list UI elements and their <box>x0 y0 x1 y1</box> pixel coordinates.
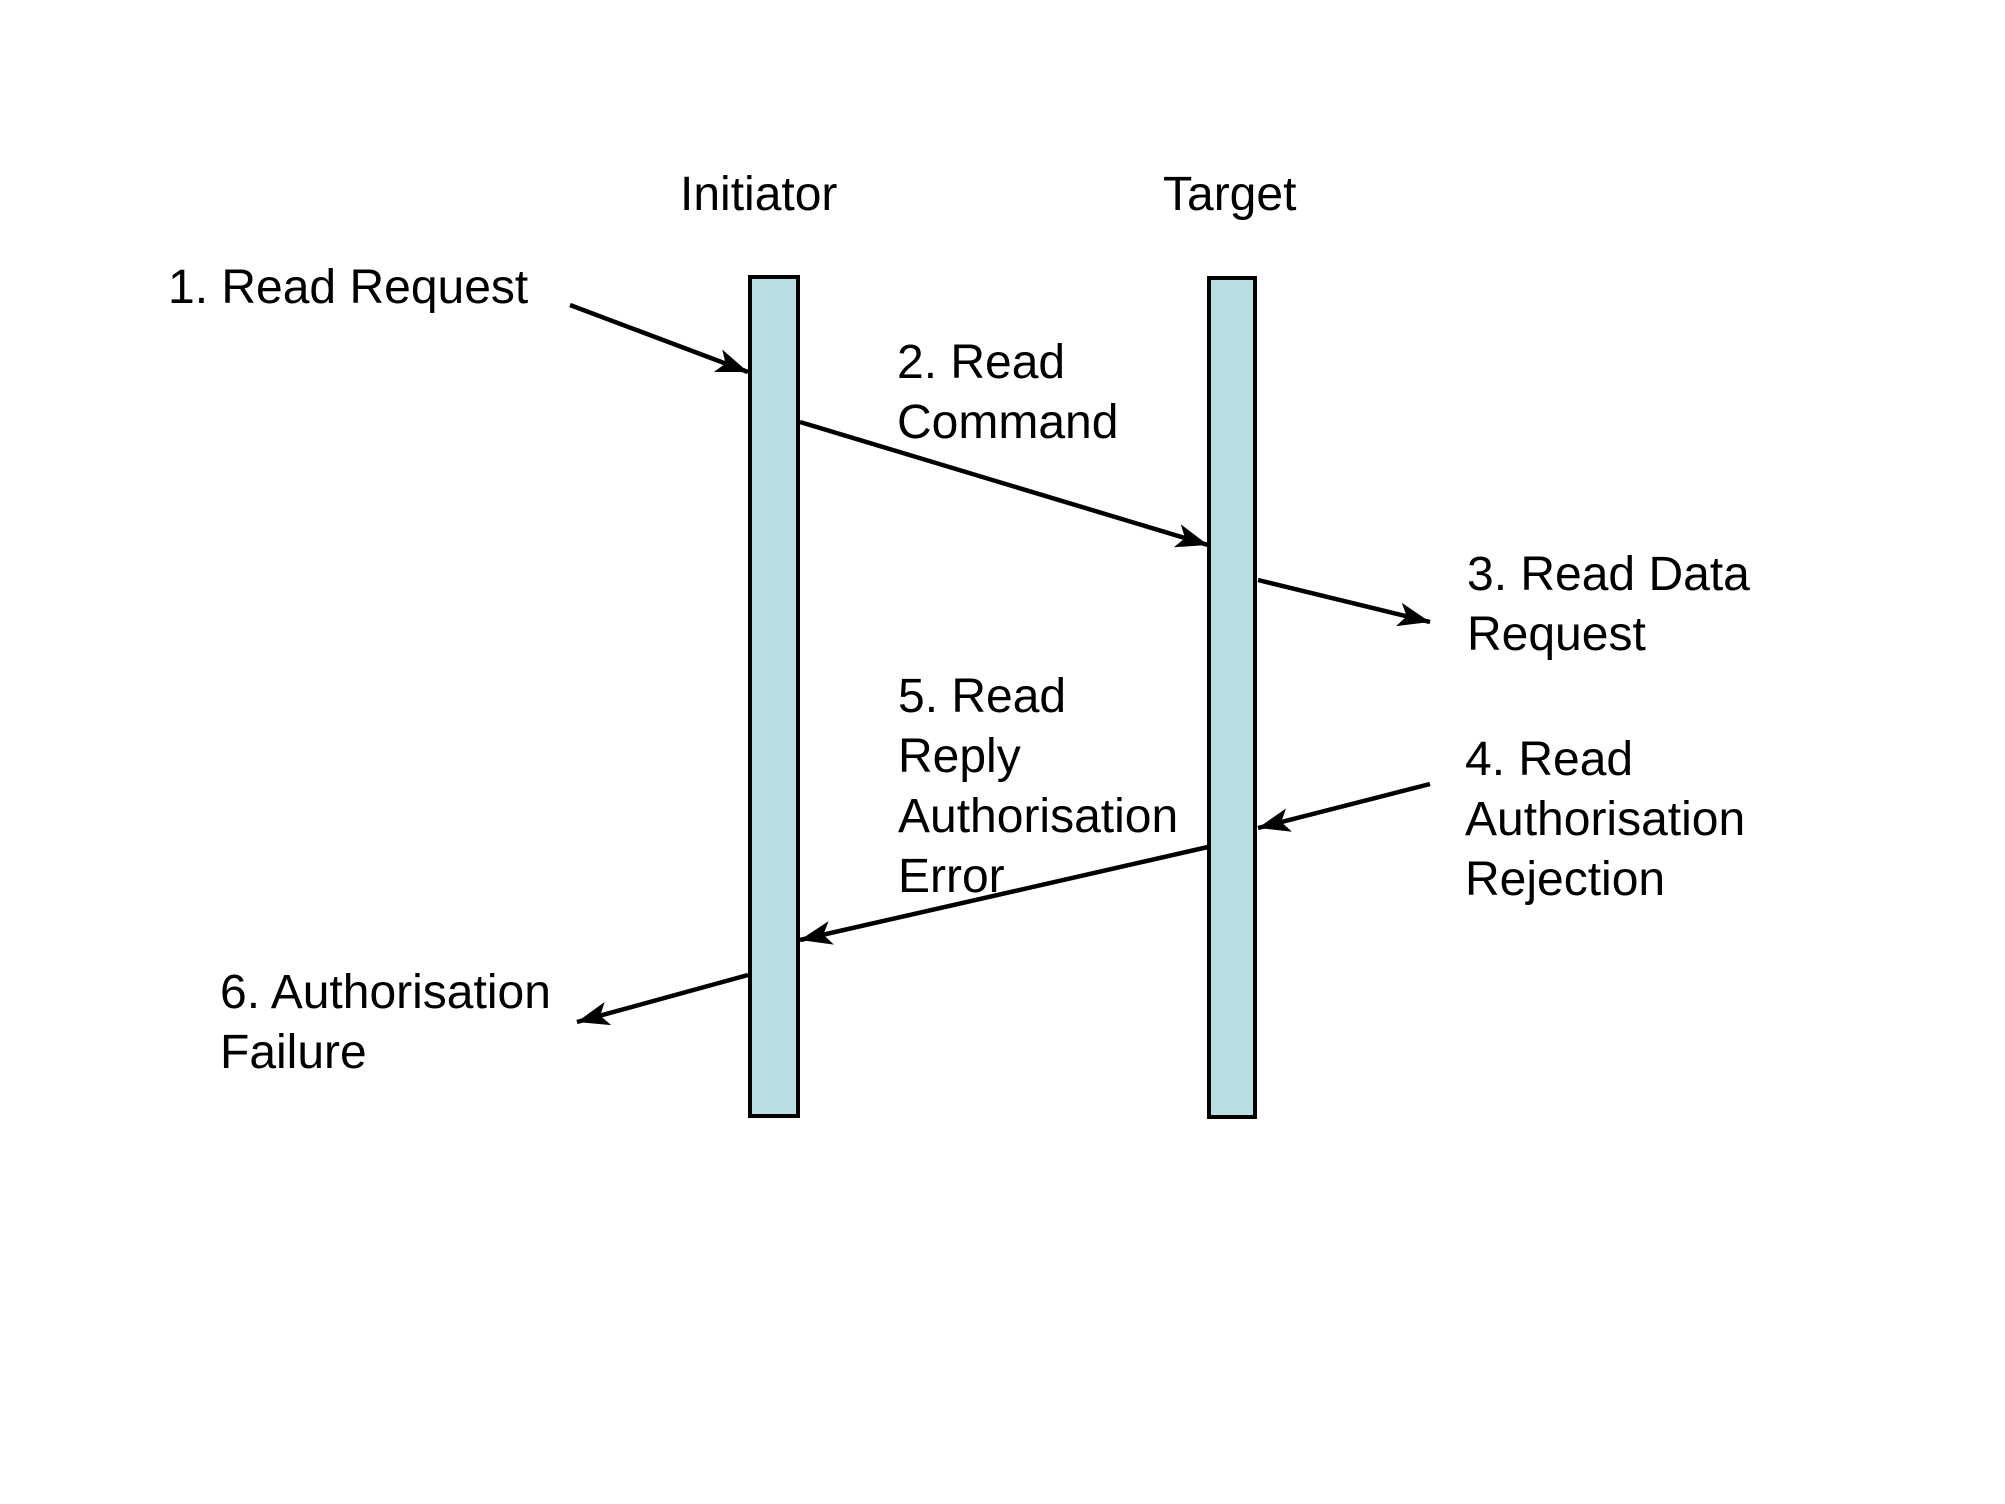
message-label-read-request: 1. Read Request <box>168 261 529 314</box>
arrow-read-data-request <box>1257 577 1431 627</box>
arrow-read-command <box>799 419 1209 548</box>
message-label-read-authorisation-rejection: 4. Read Authorisation Rejection <box>1465 733 1746 906</box>
message-label-read-command: 2. Read Command <box>897 336 1119 449</box>
arrow-read-authorisation-rejection <box>1257 781 1431 832</box>
arrow-read-request <box>569 302 749 375</box>
lifeline-header-initiator: Initiator <box>680 168 838 221</box>
lifeline-header-target: Target <box>1163 168 1297 221</box>
lifeline-bar-target <box>1207 276 1257 1119</box>
arrow-read-reply-authorisation-error <box>799 844 1209 945</box>
arrow-authorisation-failure <box>576 972 749 1026</box>
message-label-read-data-request: 3. Read Data Request <box>1467 548 1750 661</box>
message-label-authorisation-failure: 6. Authorisation Failure <box>220 966 551 1079</box>
message-label-read-reply-authorisation-error: 5. Read Reply Authorisation Error <box>898 670 1179 903</box>
lifeline-bar-initiator <box>748 275 800 1118</box>
